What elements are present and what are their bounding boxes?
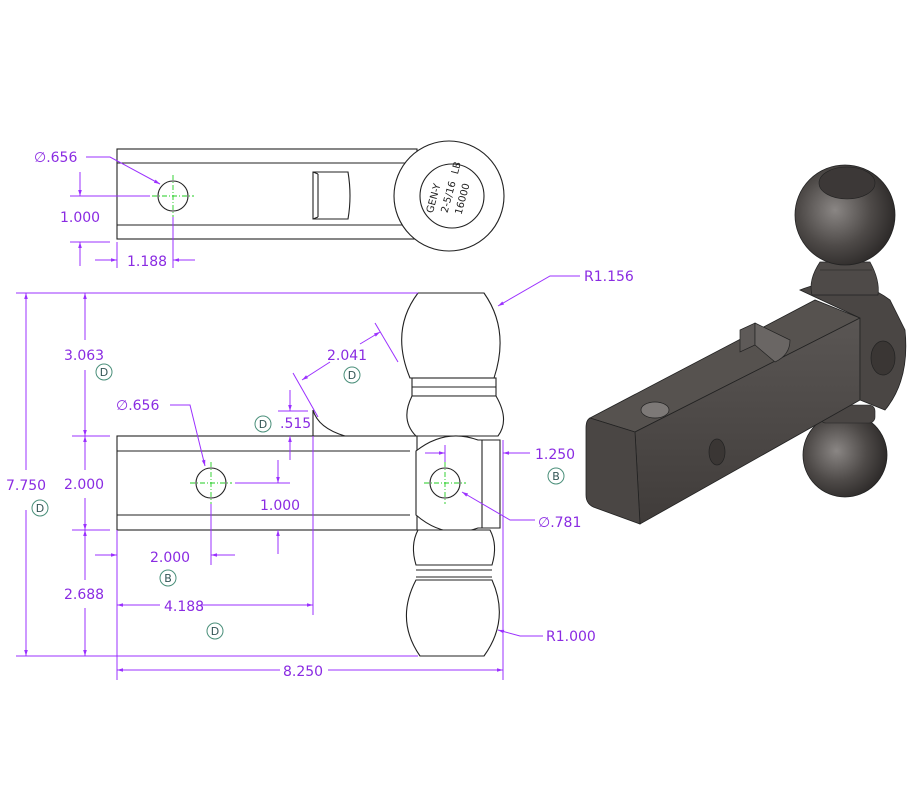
svg-text:D: D (348, 369, 356, 382)
svg-text:D: D (259, 418, 267, 431)
dim-shank-hole-horizontal: 2.000 (150, 550, 190, 566)
dim-lip-height: .515 (280, 416, 311, 432)
lower-ball (405, 579, 500, 657)
dim-upper-height: 3.063 (64, 348, 104, 364)
iso-shank-end (585, 417, 641, 525)
iso-side-hole (708, 438, 726, 466)
upper-ball (401, 292, 501, 379)
top-shank-outline (116, 148, 418, 240)
svg-text:D: D (100, 366, 108, 379)
top-lip-block (312, 171, 351, 220)
dim-angled: 2.041 (327, 348, 367, 364)
iso-lower-ball (802, 412, 888, 498)
tag-lip-height: D (254, 415, 272, 433)
dim-overall-height: 7.750 (6, 478, 46, 494)
svg-text:D: D (36, 502, 44, 515)
dim-lip-position: 4.188 (164, 599, 204, 615)
tag-shank-hole-horizontal: B (159, 569, 177, 587)
dim-top-hole-diameter: ∅.656 (34, 150, 77, 166)
tag-angled: D (343, 366, 361, 384)
top-ball-stamp (419, 163, 485, 229)
side-head (415, 435, 501, 533)
top-hole (157, 180, 189, 212)
iso-lip (754, 322, 791, 363)
lower-ball-neck (412, 529, 496, 566)
iso-ball-stamp (818, 166, 876, 200)
dim-shank-hole-diameter: ∅.656 (116, 398, 159, 414)
dim-upper-ball-radius: R1.156 (584, 269, 634, 285)
dim-top-hole-horizontal: 1.188 (127, 254, 167, 270)
tag-lip-position: D (206, 622, 224, 640)
shank-hole (195, 467, 227, 499)
dim-top-hole-vertical: 1.000 (60, 210, 100, 226)
dim-shank-hole-vertical: 1.000 (260, 498, 300, 514)
svg-text:D: D (211, 625, 219, 638)
top-ball-outline (393, 140, 505, 252)
pin-hole (429, 467, 461, 499)
dim-lower-height: 2.688 (64, 587, 104, 603)
iso-top-hole (640, 401, 670, 419)
dim-lower-ball-radius: R1.000 (546, 629, 596, 645)
iso-view (585, 164, 907, 525)
svg-text:LB: LB (450, 161, 464, 176)
dim-pin-hole-diameter: ∅.781 (538, 515, 581, 531)
tag-overall-height: D (31, 499, 49, 517)
dim-head-width: 1.250 (535, 447, 575, 463)
top-view: GEN-Y 2-5/16 16000 LB ∅.656 1.000 1.188 (34, 140, 505, 270)
svg-text:B: B (552, 470, 560, 483)
dim-shank-height: 2.000 (64, 477, 104, 493)
side-lip (312, 409, 346, 437)
iso-pin-hole (870, 340, 896, 376)
svg-text:B: B (164, 572, 172, 585)
side-view: 7.750 D 3.063 D 2.000 2.688 R1.156 2.041… (6, 269, 634, 680)
dim-overall-length: 8.250 (283, 664, 323, 680)
tag-upper-height: D (95, 363, 113, 381)
tag-head-width: B (547, 467, 565, 485)
